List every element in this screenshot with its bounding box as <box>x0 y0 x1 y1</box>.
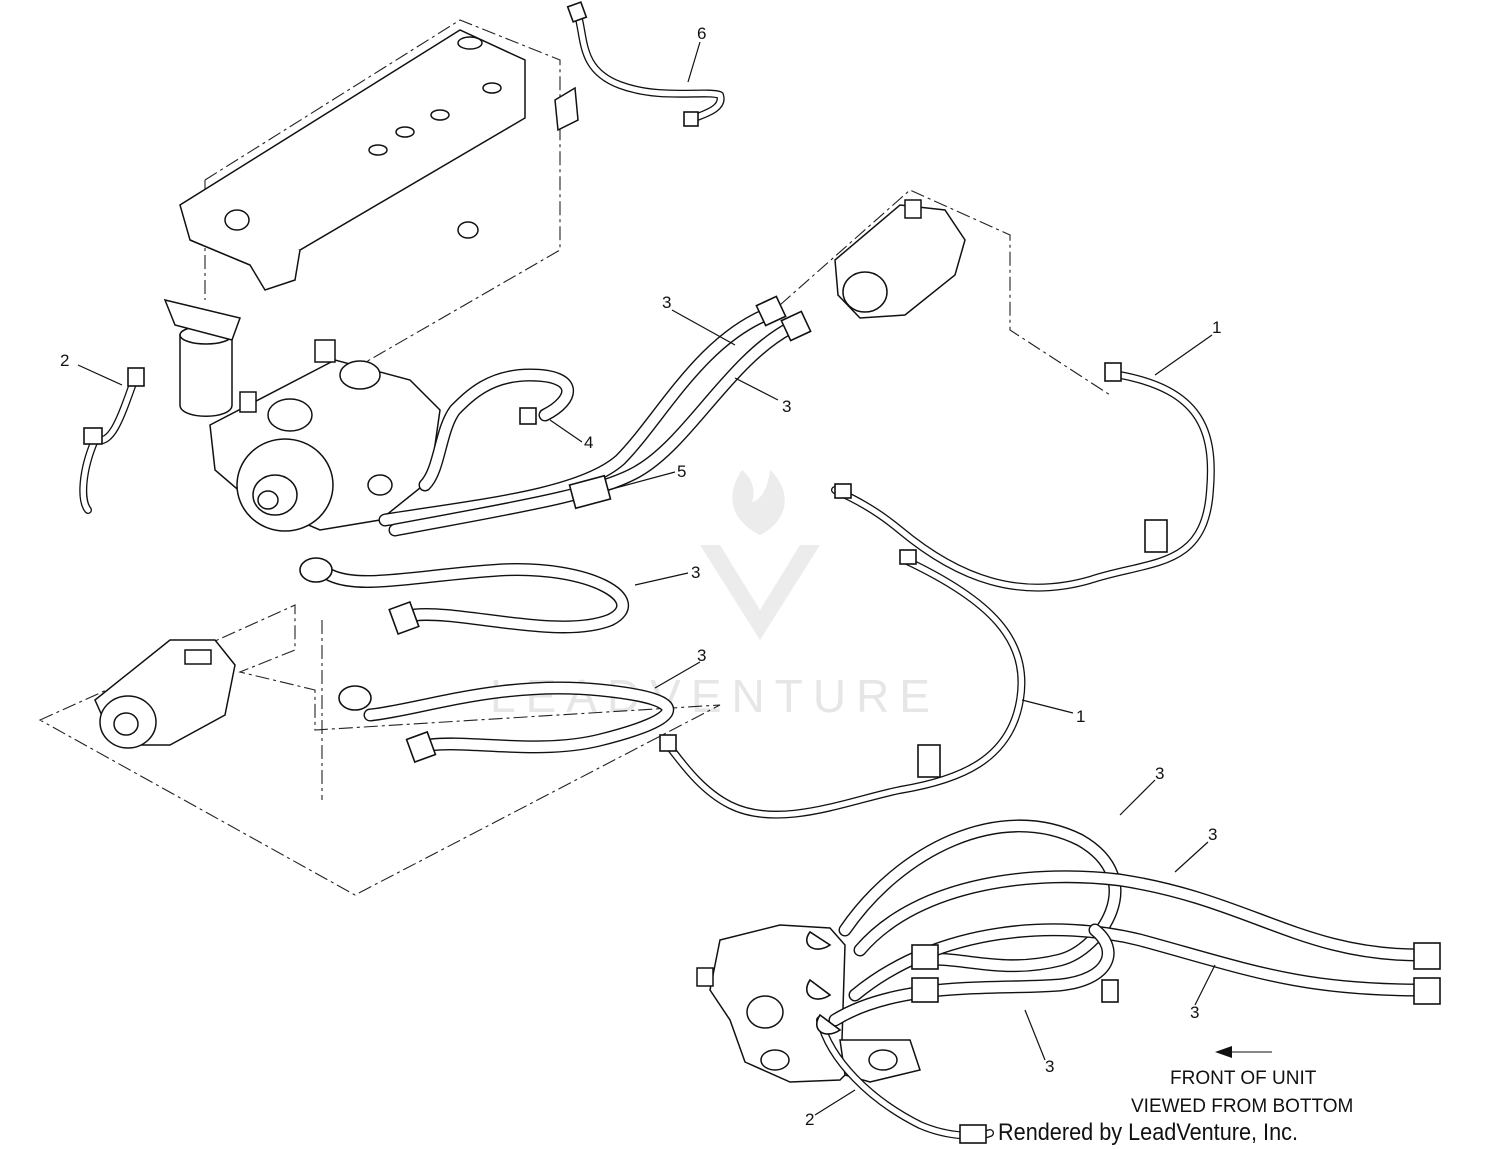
orientation-note: FRONT OF UNIT VIEWED FROM BOTTOM <box>1131 1046 1353 1117</box>
callout-3-br-a: 3 <box>1155 764 1164 783</box>
note-front-of-unit: FRONT OF UNIT <box>1170 1068 1317 1089</box>
hydraulic-pump <box>209 339 441 532</box>
auxiliary-pump <box>38 604 721 896</box>
callout-3-upper: 3 <box>662 293 671 312</box>
hose-1-a <box>831 371 1215 592</box>
watermark-text: LEADVENTURE <box>490 670 940 722</box>
callout-3-loop-b: 3 <box>697 646 706 665</box>
callout-6: 6 <box>697 24 706 43</box>
watermark: LEADVENTURE <box>490 470 940 722</box>
valve-block-assembly <box>179 19 579 401</box>
note-viewed-from-bottom: VIEWED FROM BOTTOM <box>1131 1096 1353 1117</box>
callout-1-lower: 1 <box>1076 707 1085 726</box>
hose-3-br-a <box>838 819 1122 973</box>
callout-3-middle: 3 <box>782 397 791 416</box>
callout-4: 4 <box>584 433 593 452</box>
callout-3-br-b: 3 <box>1208 825 1217 844</box>
callout-3-br-c: 3 <box>1190 1003 1199 1022</box>
callout-2-left: 2 <box>60 351 69 370</box>
arrow-left-icon <box>1215 1046 1232 1058</box>
callout-2-bottom: 2 <box>805 1110 814 1129</box>
callout-1-upper: 1 <box>1212 318 1221 337</box>
drive-motor <box>779 189 1111 396</box>
callout-5: 5 <box>677 462 686 481</box>
callout-3-loop-a: 3 <box>691 563 700 582</box>
fittings <box>83 1 1441 1144</box>
wheel-motor-assembly <box>696 924 921 1083</box>
oil-filter <box>163 298 241 417</box>
hoses <box>79 11 1427 1140</box>
callout-3-br-d: 3 <box>1045 1057 1054 1076</box>
leader-lines <box>77 41 1216 1116</box>
render-credit: Rendered by LeadVenture, Inc. <box>998 1119 1298 1146</box>
callouts: 6 3 1 2 3 4 5 3 3 1 3 3 3 3 2 <box>60 24 1221 1129</box>
